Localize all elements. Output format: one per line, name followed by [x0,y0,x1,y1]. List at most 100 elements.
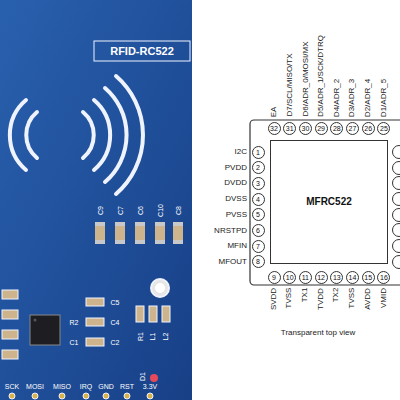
part-label: C4 [111,319,120,326]
right-pins [393,146,400,269]
pin-circle: 8 [252,255,265,268]
pin-number: 28 [333,125,341,132]
pin-number: 15 [364,274,372,281]
pin-circle: 15 [362,271,375,284]
pin-circle: 28 [330,122,343,135]
pin-number: 2 [256,164,260,171]
pin-name: D7/SCL/MISO/TX [286,54,294,117]
header-pin-name: MISO [53,383,71,390]
pin-number: 10 [286,274,294,281]
pin-circle: 16 [377,271,390,284]
pin-number: 7 [256,243,260,250]
part-label: C10 [157,204,164,217]
pin-name: TVSS [349,288,357,309]
part-label: C6 [136,206,143,215]
pin-name: VMID [380,288,388,308]
pin-circle: 5 [252,208,265,221]
part-label: C8 [174,206,181,215]
pin-number: 30 [301,125,309,132]
pin-number: 14 [349,274,357,281]
pin-name: NRSTPD [214,227,247,235]
pin-number: 32 [270,125,278,132]
pin-number: 3 [256,180,260,187]
pin-name: PVSS [226,211,247,219]
pin-name: EA [270,106,278,117]
pin-number: 12 [317,274,325,281]
mounting-hole [151,279,169,297]
pin-circle: 3 [252,177,265,190]
pin-circle: 14 [346,271,359,284]
capacitor-row [95,222,183,244]
pcb-board [0,0,192,400]
pin-name: SVDD [270,288,278,310]
pin-circle: 32 [268,122,281,135]
pin-circle: 2 [252,161,265,174]
pin-number: 13 [333,274,341,281]
header-pin-name: 3.3V [143,383,157,390]
part-label: C7 [116,206,123,215]
ic-chip [30,315,60,345]
part-label: C1 [70,339,79,346]
pin-name: MFOUT [219,258,247,266]
antenna-arcs [10,76,143,194]
pin-name: D1/ADR_5 [380,79,388,117]
pin-circle: 1 [252,146,265,159]
chip-name: MFRC522 [306,197,352,207]
pin-number: 27 [349,125,357,132]
part-label: L2 [162,332,169,340]
pin-name: MFIN [227,242,247,250]
pin-circle: 13 [330,271,343,284]
pin-circle: 10 [283,271,296,284]
pin-number: 6 [256,227,260,234]
pin-name: AVDD [364,288,372,310]
header-pin-name: GND [98,383,114,390]
pin-circle: 9 [268,271,281,284]
pin-circle: 25 [377,122,390,135]
pin-circle: 7 [252,240,265,253]
pin-number: 31 [286,125,294,132]
pin-number: 16 [380,274,388,281]
pin-circle: 31 [283,122,296,135]
pin-circle: 27 [346,122,359,135]
pin-number: 26 [364,125,372,132]
header-pin-name: IRQ [80,383,92,390]
pin-name: D3/ADR_3 [349,79,357,117]
part-label: D1 [138,372,145,381]
silk-frame [94,41,190,61]
pin-number: 1 [256,149,260,156]
part-label: C9 [96,206,103,215]
pin-circle: 6 [252,224,265,237]
led [150,374,158,382]
part-label: L1 [149,332,156,340]
pin-circle: 26 [362,122,375,135]
header-pads [9,393,153,399]
pin-name: TVSS [286,288,294,309]
pin-name: I2C [235,148,247,156]
pin-number: 4 [256,196,260,203]
header-pin-name: RST [120,383,134,390]
part-label: C2 [111,339,120,346]
pin-name: D6/ADR_0/MOSI/MX [301,42,309,117]
pin-circle: 12 [315,271,328,284]
part-label: R1 [136,332,143,341]
pin-name: TVDD [317,288,325,310]
chip-body: MFRC522 [270,140,388,264]
pin-number: 29 [317,125,325,132]
pin-name: D5/ADR_1/SCK/DTRQ [317,35,325,117]
pin-number: 11 [302,274,309,281]
pin-name: TX2 [333,288,341,303]
pin-circle: 11 [299,271,312,284]
pin-number: 8 [256,258,260,265]
header-pin-name: MOSI [26,383,44,390]
pin-circle: 4 [252,193,265,206]
pin-name: PVDD [225,164,247,172]
caption: Transparent top view [281,329,355,337]
pin-name: D4/ADR_2 [333,79,341,117]
part-label: C5 [111,299,120,306]
pin-name: DVSS [225,195,247,203]
smd-parts [2,290,170,359]
package-outline [250,120,400,285]
pin-name: DVDD [224,179,247,187]
pin-number: 25 [380,125,388,132]
